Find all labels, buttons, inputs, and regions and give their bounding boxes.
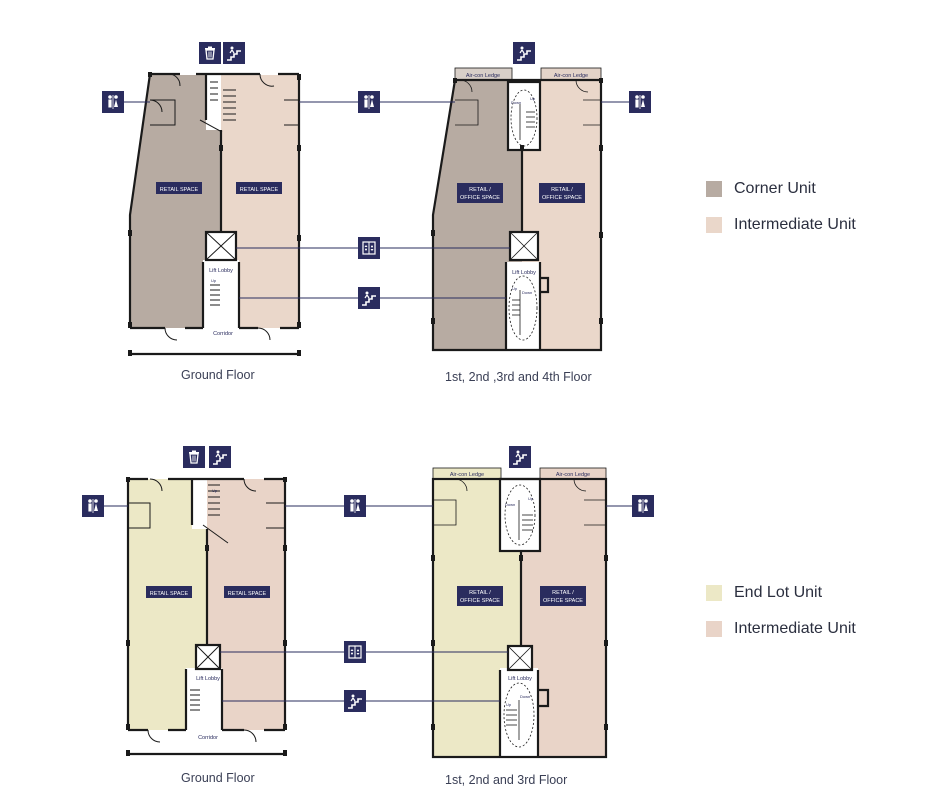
- corridor-label: Corridor: [198, 735, 218, 741]
- toilet-icon: [82, 495, 104, 517]
- aircon-ledge-left-label: Air-con Ledge: [466, 73, 500, 79]
- stairs-icon: [222, 41, 246, 65]
- stair-down-label-a: Down: [511, 100, 521, 105]
- toilet-icon: [102, 91, 124, 113]
- aircon-ledge-left: [433, 468, 501, 479]
- top-upper-floor-plan: Air-con Ledge Air-con Ledge RETAIL / OFF…: [431, 67, 603, 352]
- aircon-ledge-left: [455, 68, 512, 80]
- aircon-ledge-left-label: Air-con Ledge: [450, 472, 484, 478]
- bottom-ground-floor-caption: Ground Floor: [181, 771, 255, 785]
- stair-up-label-a: Up: [528, 496, 534, 501]
- aircon-ledge-right: [540, 468, 606, 479]
- toilet-icon: [358, 91, 380, 113]
- stair-up-label-b: Up: [506, 702, 512, 707]
- retail-office-label-right-1: RETAIL /: [551, 187, 573, 193]
- stair-up-label-a: Up: [530, 96, 536, 101]
- lift-lobby-label-upper: Lift Lobby: [512, 270, 536, 276]
- stair-up-label: Up: [212, 488, 218, 493]
- retail-office-label-right-2: OFFICE SPACE: [542, 195, 582, 201]
- bottom-upper-floor-plan: Air-con Ledge Air-con Ledge RETAIL / OFF…: [431, 467, 608, 759]
- bottom-upper-floor-caption: 1st, 2nd and 3rd Floor: [445, 773, 568, 787]
- legend-item-intermediate-unit-bottom: Intermediate Unit: [706, 620, 856, 638]
- corner-unit-area-upper: [433, 80, 522, 350]
- toilet-icon: [629, 91, 651, 113]
- stairs-icon: [343, 689, 367, 713]
- retail-space-label-left: RETAIL SPACE: [160, 187, 199, 193]
- aircon-ledge-right-label: Air-con Ledge: [556, 472, 590, 478]
- aircon-ledge-right-label: Air-con Ledge: [554, 73, 588, 79]
- legend-label: Intermediate Unit: [734, 620, 856, 637]
- stair-down-label-b: Down: [520, 694, 530, 699]
- legend-swatch: [706, 585, 722, 601]
- top-upper-floor-caption: 1st, 2nd ,3rd and 4th Floor: [445, 370, 592, 384]
- stair-down-label-b: Down: [522, 290, 532, 295]
- legend-label: End Lot Unit: [734, 584, 823, 601]
- legend-item-intermediate-unit: Intermediate Unit: [706, 216, 856, 234]
- legend-swatch: [706, 217, 722, 233]
- top-ground-floor-caption: Ground Floor: [181, 368, 255, 382]
- retail-space-label-left-bg: [156, 182, 202, 194]
- toilet-icon: [632, 495, 654, 517]
- trash-icon: [198, 41, 222, 65]
- retail-office-label-right-1: RETAIL /: [552, 590, 574, 596]
- top-connector-lines: [124, 101, 629, 299]
- lift-icon: [357, 236, 381, 260]
- stairs-icon: [208, 445, 232, 469]
- legend-swatch: [706, 621, 722, 637]
- stair-up-label: Up: [211, 278, 217, 283]
- lift-lobby-label-upper: Lift Lobby: [508, 676, 532, 682]
- legend-item-corner-unit: Corner Unit: [706, 180, 816, 198]
- toilet-icon: [344, 495, 366, 517]
- stairs-icon: [508, 445, 532, 469]
- lift-lobby-label: Lift Lobby: [196, 676, 220, 682]
- retail-space-label-right: RETAIL SPACE: [240, 187, 279, 193]
- retail-office-label-left-1: RETAIL /: [469, 187, 491, 193]
- stairs-icon: [512, 41, 536, 65]
- retail-office-label-left-2: OFFICE SPACE: [460, 598, 500, 604]
- retail-office-label-left-1: RETAIL /: [469, 590, 491, 596]
- legend-label: Corner Unit: [734, 180, 816, 197]
- corner-unit-area: [130, 75, 221, 328]
- trash-icon: [182, 445, 206, 469]
- bottom-ground-floor-plan: RETAIL SPACE RETAIL SPACE Lift Lobby Cor…: [126, 477, 287, 756]
- retail-space-label-left: RETAIL SPACE: [150, 591, 189, 597]
- retail-office-label-right-2: OFFICE SPACE: [543, 598, 583, 604]
- lift-icon: [343, 640, 367, 664]
- retail-office-label-left-2: OFFICE SPACE: [460, 195, 500, 201]
- retail-space-label-right: RETAIL SPACE: [228, 591, 267, 597]
- corridor-label: Corridor: [213, 331, 233, 337]
- legend-swatch: [706, 181, 722, 197]
- stairs-icon: [357, 286, 381, 310]
- retail-space-label-right-bg: [236, 182, 282, 194]
- stair-down-label-a: Down: [505, 502, 515, 507]
- stair-up-label-b: Up: [512, 286, 518, 291]
- aircon-ledge-right: [541, 68, 601, 80]
- legend-label: Intermediate Unit: [734, 216, 856, 233]
- lift-lobby-label: Lift Lobby: [209, 268, 233, 274]
- top-ground-floor-plan: RETAIL SPACE RETAIL SPACE Lift Lobby Cor…: [128, 72, 301, 356]
- bottom-connector-lines: [104, 505, 632, 702]
- legend-item-end-lot-unit: End Lot Unit: [706, 584, 822, 602]
